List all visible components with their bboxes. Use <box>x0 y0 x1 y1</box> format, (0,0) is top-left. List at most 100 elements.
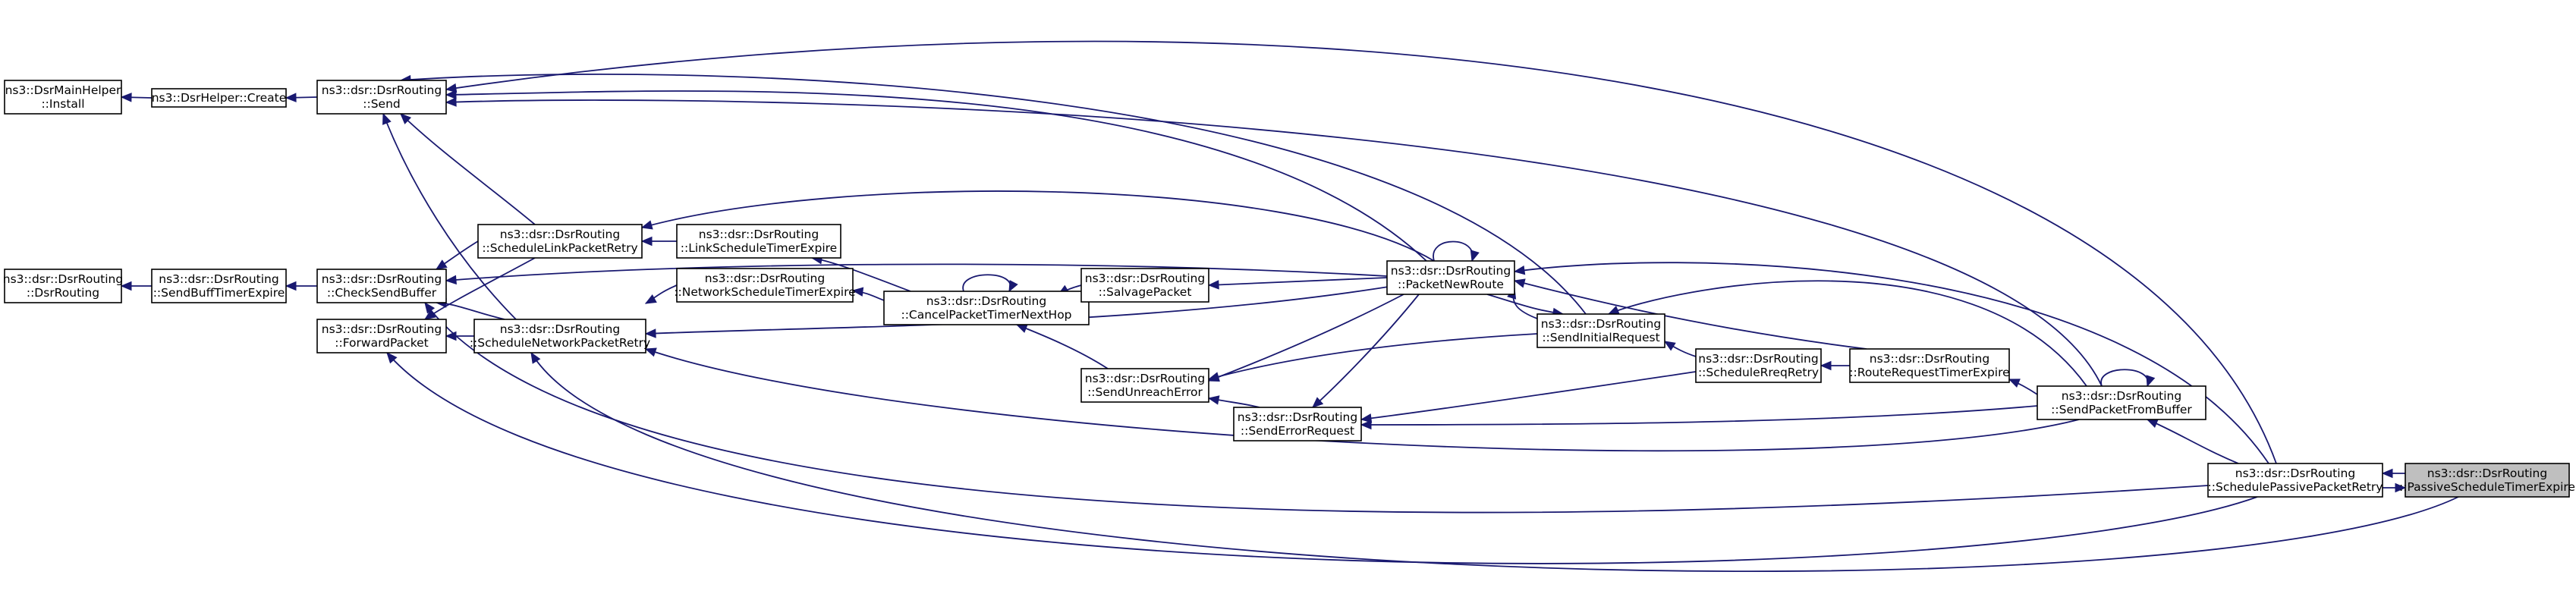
node-dsrrouting[interactable]: ns3::dsr::DsrRouting::DsrRouting <box>3 269 123 303</box>
node-box <box>4 80 122 115</box>
node-box <box>1695 348 1822 383</box>
node-label-line: ::SendInitialRequest <box>1542 331 1659 344</box>
edge-line <box>1312 294 1420 408</box>
node-sendpacketfrombuffer[interactable]: ns3::dsr::DsrRouting::SendPacketFromBuff… <box>2037 385 2206 420</box>
node-label-line: ns3::dsr::DsrRouting <box>1085 272 1205 285</box>
node-label-line: ::SalvagePacket <box>1099 285 1192 299</box>
node-label-line: ::SendUnreachError <box>1087 385 1203 399</box>
node-box <box>1080 368 1209 403</box>
node-checksendbuffer[interactable]: ns3::dsr::DsrRouting::CheckSendBuffer <box>316 269 447 303</box>
edge-sendbufftimer-to-dsrrouting <box>120 281 152 291</box>
edge-arrowhead <box>386 352 398 364</box>
node-networkscheduletimer[interactable]: ns3::dsr::DsrRouting::NetworkScheduleTim… <box>674 268 856 303</box>
node-label-line: ::ScheduleLinkPacketRetry <box>482 241 637 255</box>
node-schedulepassiveretry[interactable]: ns3::dsr::DsrRouting::SchedulePassivePac… <box>2207 463 2383 498</box>
edge-schedulepassiveretry-to-forwardpacket <box>386 352 2258 564</box>
edge-line <box>445 99 2103 387</box>
edge-line <box>2147 419 2239 464</box>
edge-canceltimernexthop-to-canceltimernexthop <box>962 274 1018 293</box>
node-box <box>316 319 447 353</box>
node-packetnewroute[interactable]: ns3::dsr::DsrRouting::PacketNewRoute <box>1386 260 1515 295</box>
node-install[interactable]: ns3::DsrMainHelper::Install <box>4 80 122 115</box>
edge-line <box>1360 371 1697 420</box>
edge-arrowhead <box>1207 395 1220 405</box>
node-label-line: ::RouteRequestTimerExpire <box>1849 366 2009 379</box>
node-sendinitialrequest[interactable]: ns3::dsr::DsrRouting::SendInitialRequest <box>1536 313 1665 348</box>
node-label-line: ::LinkScheduleTimerExpire <box>681 241 837 255</box>
edge-line <box>436 302 505 320</box>
node-label-line: ns3::dsr::DsrRouting <box>3 272 123 286</box>
node-sendunreacherror[interactable]: ns3::dsr::DsrRouting::SendUnreachError <box>1080 368 1209 403</box>
edge-arrowhead <box>644 328 656 338</box>
node-label-line: ::NetworkScheduleTimerExpire <box>674 285 855 299</box>
edge-arrowhead <box>2381 468 2393 479</box>
node-box <box>676 224 841 259</box>
edge-line <box>1608 280 2087 387</box>
edges-layer <box>120 40 2459 573</box>
edge-arrowhead <box>1513 265 1526 275</box>
node-box <box>477 224 643 259</box>
edge-arrowhead <box>2008 379 2021 388</box>
node-box <box>1536 313 1665 348</box>
edge-line <box>445 40 2277 464</box>
edge-line <box>400 113 536 225</box>
node-box <box>316 269 447 303</box>
node-forwardpacket[interactable]: ns3::dsr::DsrRouting::ForwardPacket <box>316 319 447 353</box>
node-label-line: ::CheckSendBuffer <box>327 286 437 300</box>
edge-arrowhead <box>445 331 457 341</box>
edge-arrowhead <box>1015 324 1028 333</box>
edge-arrowhead <box>1820 360 1832 371</box>
node-send[interactable]: ns3::dsr::DsrRouting::Send <box>316 80 447 115</box>
node-box <box>1849 348 2010 383</box>
edge-arrowhead <box>640 236 653 247</box>
node-box <box>2037 385 2206 420</box>
edge-line <box>386 352 2258 564</box>
node-label-line: ::PassiveScheduleTimerExpire <box>2399 480 2575 494</box>
node-routerequesttimer[interactable]: ns3::dsr::DsrRouting::RouteRequestTimerE… <box>1849 348 2010 383</box>
edge-arrowhead <box>1207 372 1220 382</box>
edge-schedulerreqretry-to-sendinitialrequest <box>1663 341 1697 357</box>
edge-line <box>2100 369 2149 387</box>
node-box <box>1233 407 1362 441</box>
node-canceltimernexthop[interactable]: ns3::dsr::DsrRouting::CancelPacketTimerN… <box>883 291 1090 325</box>
edge-sendinitialrequest-to-sendunreacherror <box>1207 333 1538 382</box>
node-box <box>2207 463 2383 498</box>
node-schedulerreqretry[interactable]: ns3::dsr::DsrRouting::ScheduleRreqRetry <box>1695 348 1822 383</box>
node-schedulelinkretry[interactable]: ns3::dsr::DsrRouting::ScheduleLinkPacket… <box>477 224 643 259</box>
node-label-line: ns3::dsr::DsrRouting <box>926 294 1046 308</box>
edge-arrowhead <box>1207 280 1219 290</box>
edge-senderrorrequest-to-sendunreacherror <box>1207 395 1260 408</box>
node-label-line: ns3::DsrMainHelper <box>5 83 121 97</box>
edge-arrowhead <box>1008 280 1018 293</box>
node-passivescheduletimer[interactable]: ns3::dsr::DsrRouting::PassiveScheduleTim… <box>2399 463 2575 498</box>
edge-arrowhead <box>120 93 132 102</box>
node-linkscheduletimer[interactable]: ns3::dsr::DsrRouting::LinkScheduleTimerE… <box>676 224 841 259</box>
edge-line <box>1208 333 1538 380</box>
node-box <box>676 268 854 303</box>
node-senderrorrequest[interactable]: ns3::dsr::DsrRouting::SendErrorRequest <box>1233 407 1362 441</box>
edge-canceltimernexthop-to-networkscheduletimer <box>851 287 885 301</box>
edge-arrowhead <box>424 301 436 314</box>
edge-checksendbuffer-to-sendbufftimer <box>285 281 317 291</box>
node-label-line: ns3::dsr::DsrRouting <box>699 228 819 241</box>
node-label-line: ns3::dsr::DsrRouting <box>322 272 442 286</box>
edge-line <box>1433 240 1474 262</box>
node-label-line: ::SendPacketFromBuffer <box>2051 403 2192 416</box>
node-label-line: ns3::dsr::DsrRouting <box>1541 317 1661 331</box>
edge-packetnewroute-to-checksendbuffer <box>445 263 1388 285</box>
node-sendbufftimer[interactable]: ns3::dsr::DsrRouting::SendBuffTimerExpir… <box>151 269 287 303</box>
node-label-line: ::CancelPacketTimerNextHop <box>901 308 1071 322</box>
nodes-layer: ns3::DsrMainHelper::Install ns3::DsrHelpe… <box>3 80 2575 498</box>
node-box <box>1080 268 1209 303</box>
edge-sendunreacherror-to-canceltimernexthop <box>1015 324 1109 369</box>
node-label-line: ns3::dsr::DsrRouting <box>159 272 278 286</box>
edge-send-to-create <box>285 93 318 102</box>
node-salvagepacket[interactable]: ns3::dsr::DsrRouting::SalvagePacket <box>1080 268 1209 303</box>
node-label-line: ::SendErrorRequest <box>1241 424 1354 438</box>
node-schedulenetworkretry[interactable]: ns3::dsr::DsrRouting::ScheduleNetworkPac… <box>470 319 650 353</box>
edge-line <box>1486 294 1564 315</box>
edge-line <box>1208 294 1404 382</box>
edge-arrowhead <box>2146 419 2159 429</box>
edge-line <box>1360 405 2038 426</box>
node-create[interactable]: ns3::DsrHelper::Create <box>151 88 287 108</box>
